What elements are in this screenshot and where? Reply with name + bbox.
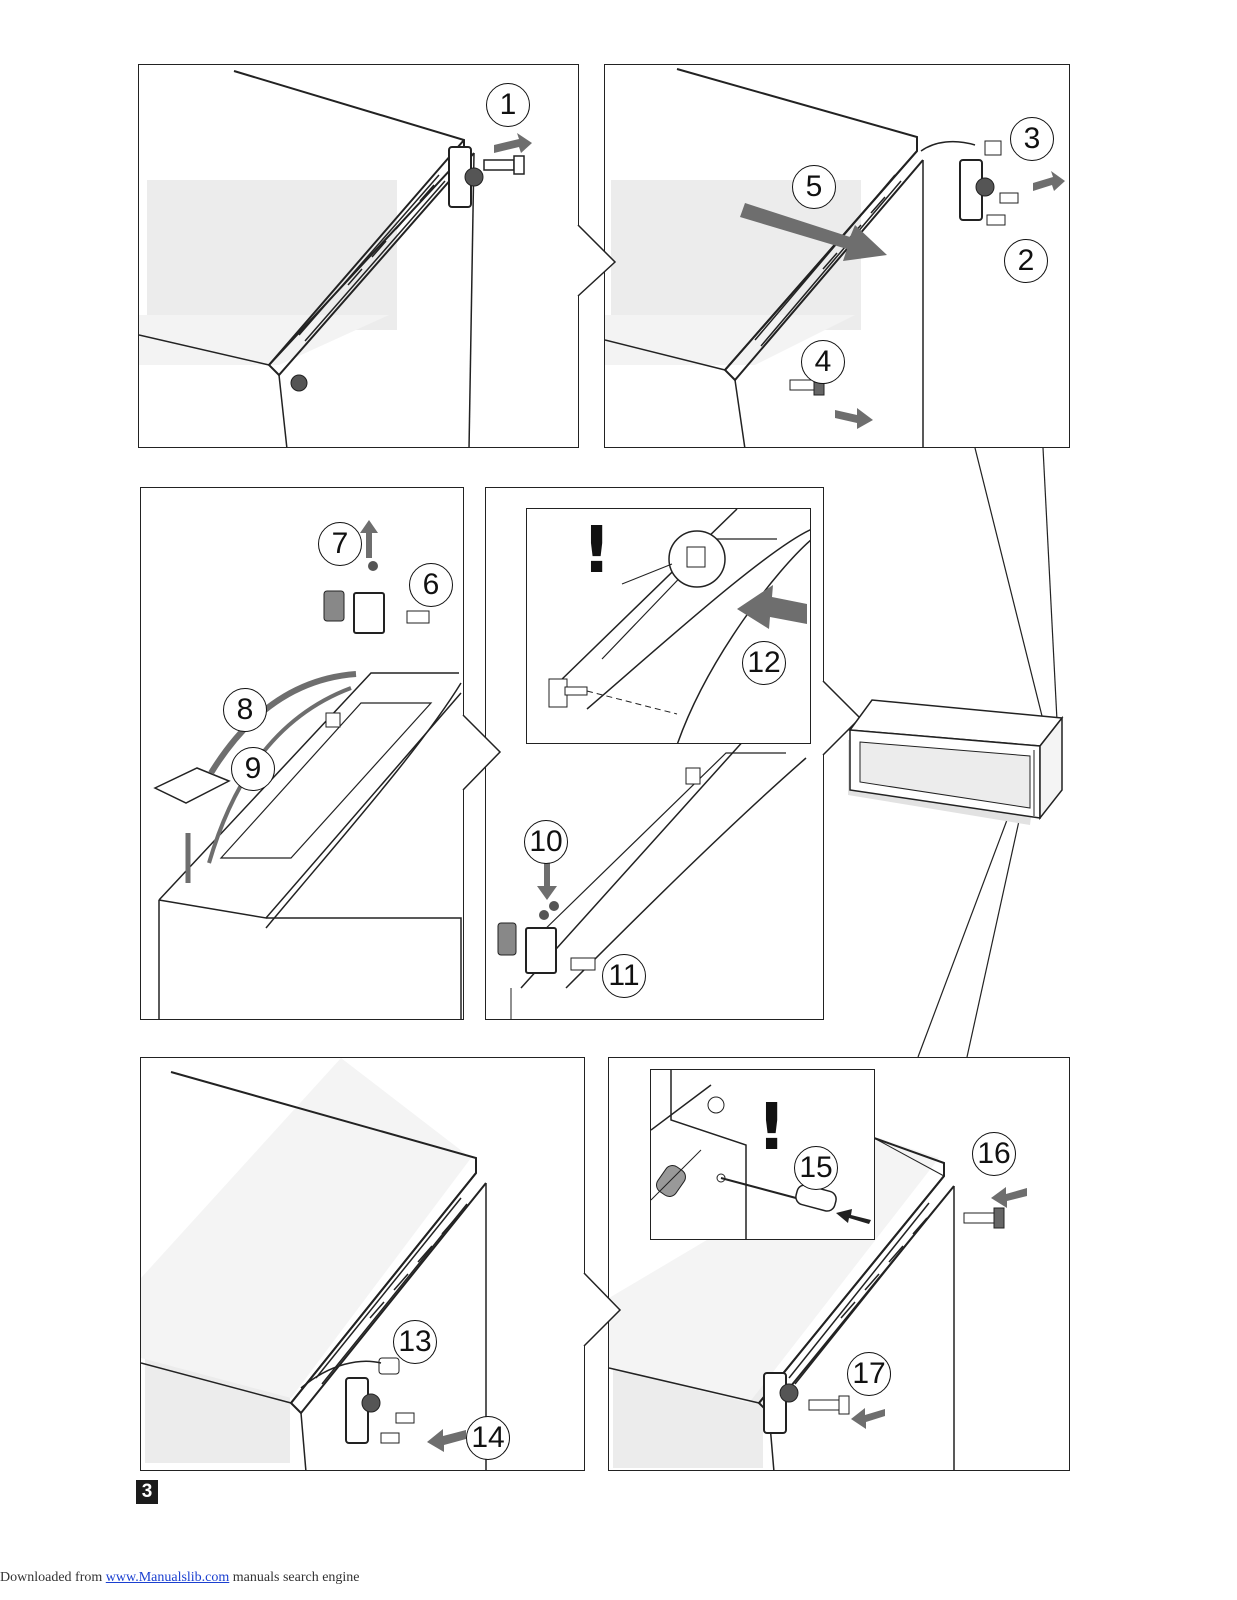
footer-suffix: manuals search engine <box>229 1570 360 1585</box>
footer-prefix: Downloaded from <box>0 1570 106 1585</box>
step-number-9: 9 <box>231 747 275 791</box>
screw-icon <box>483 155 525 175</box>
panel-step-6-9: 7 6 8 9 <box>140 487 464 1020</box>
arrow-icon <box>991 1187 1027 1208</box>
hinge-icon <box>353 592 385 634</box>
panel-step-10-12: ! 12 10 11 <box>485 487 824 1020</box>
arrow-icon <box>427 1429 466 1452</box>
arrow-icon <box>737 585 807 629</box>
step-number-12: 12 <box>742 641 786 685</box>
fridge-top-hinge-illustration <box>139 70 532 447</box>
hinge-icon <box>525 927 557 974</box>
figure-number-badge: 3 <box>136 1480 158 1504</box>
fridge-unit-icon <box>848 699 1064 825</box>
step-number-8: 8 <box>223 688 267 732</box>
screw-icon <box>999 192 1019 204</box>
panel-step-15-17: ! 15 16 17 <box>608 1057 1070 1471</box>
step-number-7: 7 <box>318 522 362 566</box>
screw-icon <box>986 214 1006 226</box>
step-number-3: 3 <box>1010 117 1054 161</box>
arrow-icon <box>1033 171 1065 191</box>
cover-cap-icon <box>323 590 345 622</box>
footer-link[interactable]: www.Manualslib.com <box>105 1570 230 1585</box>
screw-icon <box>984 140 1002 156</box>
screw-icon <box>570 957 596 971</box>
screwdriver-icon <box>720 1177 837 1212</box>
arrow-icon <box>851 1408 885 1429</box>
warning-icon: ! <box>582 514 612 588</box>
hinge-icon <box>763 1372 799 1434</box>
cover-cap-icon <box>378 1357 400 1375</box>
step-number-15: 15 <box>794 1146 838 1190</box>
inset-detail-15: ! 15 <box>650 1069 875 1240</box>
arrow-icon <box>494 133 532 153</box>
step-number-6: 6 <box>409 563 453 607</box>
screw-icon <box>380 1432 400 1444</box>
fridge-door-removal-illustration <box>605 68 1065 447</box>
step-number-10: 10 <box>524 820 568 864</box>
step-number-1: 1 <box>486 83 530 127</box>
step-number-16: 16 <box>972 1132 1016 1176</box>
step-number-17: 17 <box>847 1352 891 1396</box>
screw-icon <box>368 561 378 571</box>
step-number-14: 14 <box>466 1416 510 1460</box>
step-number-4: 4 <box>801 340 845 384</box>
panel-step-1: 1 <box>138 64 579 448</box>
step-number-5: 5 <box>792 165 836 209</box>
footer: Downloaded from www.Manualslib.com manua… <box>0 1570 360 1586</box>
screwdriver-detail-illustration <box>651 1070 871 1239</box>
screw-icon <box>963 1207 1005 1229</box>
step-number-13: 13 <box>393 1320 437 1364</box>
cover-cap-icon <box>153 767 231 804</box>
arrow-icon <box>360 520 378 558</box>
panel-step-13-14: 13 14 <box>140 1057 585 1471</box>
screw-icon <box>406 610 430 624</box>
arrow-icon <box>740 203 887 261</box>
hinge-icon <box>345 1377 381 1444</box>
cover-cap-icon <box>497 922 517 956</box>
panel-step-2-5: 3 5 2 4 <box>604 64 1070 448</box>
arrow-icon <box>537 863 557 900</box>
hinge-reinstall-illustration <box>141 1058 487 1470</box>
screw-icon <box>808 1395 850 1415</box>
arrow-icon <box>835 408 873 429</box>
door-slide-detail-illustration <box>548 509 810 743</box>
inset-detail-12: ! 12 <box>526 508 811 744</box>
screw-icon <box>539 901 559 920</box>
arrow-icon <box>836 1209 871 1224</box>
step-number-2: 2 <box>1004 239 1048 283</box>
screw-icon <box>395 1412 415 1424</box>
warning-icon: ! <box>757 1091 787 1165</box>
step-number-11: 11 <box>602 954 646 998</box>
